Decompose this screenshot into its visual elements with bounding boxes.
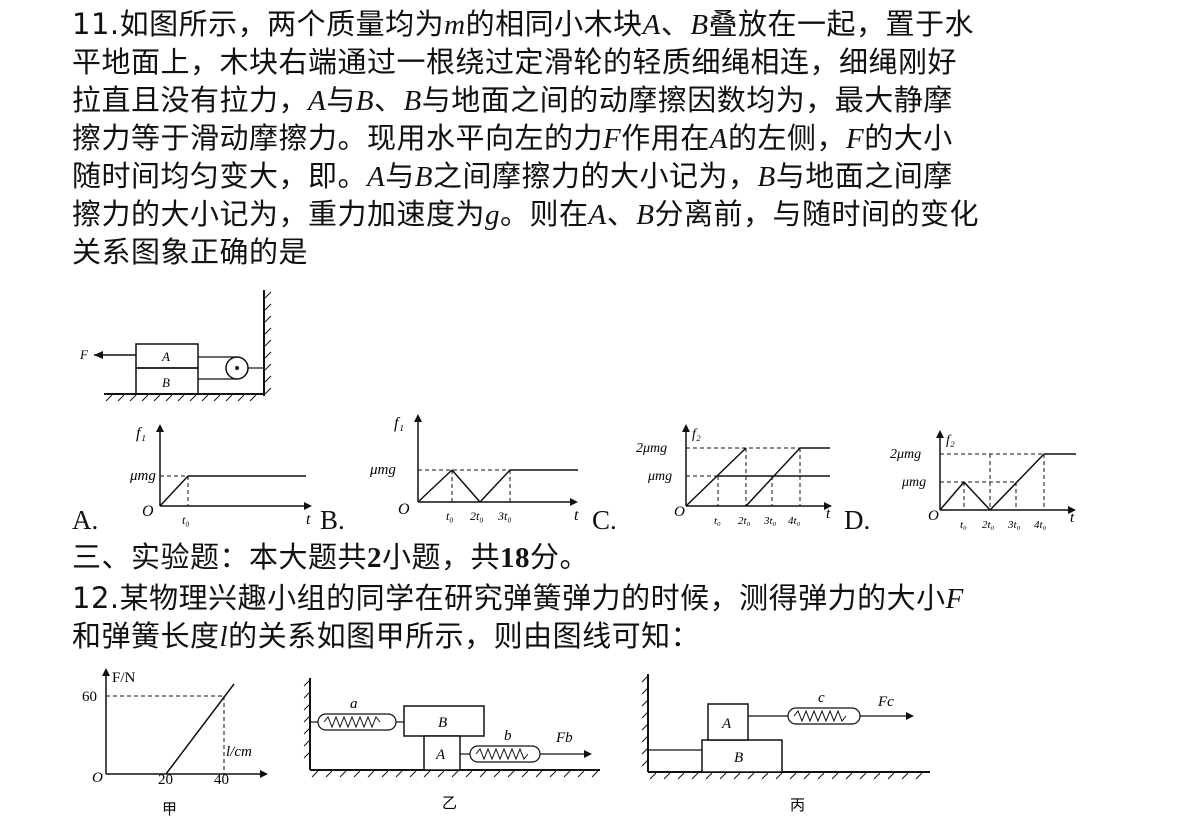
graph-D: f₂ 2μmg μmg O t t₀ 2t₀ 3t₀ 4t₀ [890,430,1076,531]
svg-text:t: t [1070,510,1075,526]
q11-line-6: 擦力的大小记为，重力加速度为g。则在A、B分离前，与随时间的变化 [72,197,979,231]
svg-text:f₂: f₂ [692,427,701,442]
q12-line-2: 和弹簧长度l的关系如图甲所示，则由图线可知： [72,619,701,653]
svg-text:A: A [435,747,446,763]
q11-line-3: 拉直且没有拉力，A与B、B与地面之间的动摩擦因数均为，最大静摩 [72,83,953,117]
q11-line-5: 随时间均匀变大，即。A与B之间摩擦力的大小记为，B与地面之间摩 [72,159,953,193]
spring-b-icon [460,745,592,763]
q11-line-4: 擦力等于滑动摩擦力。现用水平向左的力F作用在A的左侧，F的大小 [72,121,953,155]
q11-line-7: 关系图象正确的是 [72,235,309,269]
figure-bing-setup: B A c Fc 丙 [641,674,930,814]
svg-text:Fb: Fb [555,730,573,746]
q11-setup-figure: A B F [79,290,272,402]
svg-text:2μmg: 2μmg [890,447,921,462]
svg-text:2μmg: 2μmg [636,441,667,456]
svg-text:f₁: f₁ [394,415,404,432]
svg-text:F/N: F/N [112,670,136,686]
svg-text:b: b [504,728,512,744]
svg-text:t: t [306,511,311,528]
block-A-label: A [161,349,170,364]
q11-line-2: 平地面上，木块右端通过一根绕过定滑轮的轻质细绳相连，细绳刚好 [72,45,958,79]
svg-text:μmg: μmg [130,468,156,484]
figure-yi-setup: B A a b Fb 乙 [303,678,600,812]
svg-text:l/cm: l/cm [226,744,252,760]
svg-text:3t₀: 3t₀ [1007,519,1021,531]
block-B [403,705,485,737]
svg-text:B: B [734,750,743,766]
q12-line-1: 12.某物理兴趣小组的同学在研究弹簧弹力的时候，测得弹力的大小F [72,581,964,615]
svg-text:t₀: t₀ [182,513,190,527]
svg-text:μmg: μmg [647,469,672,484]
svg-text:O: O [398,501,410,518]
caption-yi: 乙 [442,796,457,812]
force-arrow-icon [94,351,103,359]
svg-text:60: 60 [82,689,97,705]
block-B [701,739,783,773]
caption-bing: 丙 [790,798,805,814]
svg-text:t₀: t₀ [714,515,721,527]
svg-text:O: O [928,508,939,524]
spring-a-icon [310,713,404,731]
svg-text:O: O [142,503,154,520]
svg-text:μmg: μmg [369,462,396,478]
svg-text:2t₀: 2t₀ [470,509,484,523]
option-A-label[interactable]: A. [72,505,99,535]
graph-C: f₂ 2μmg μmg O t t₀ 2t₀ 3t₀ 4t₀ [636,424,832,527]
svg-text:3t₀: 3t₀ [497,509,512,523]
svg-text:4t₀: 4t₀ [1034,519,1047,531]
option-C-label[interactable]: C. [592,505,617,535]
svg-text:t₀: t₀ [446,509,454,523]
svg-text:Fc: Fc [877,694,894,710]
caption-jia: 甲 [162,802,177,818]
force-label: F [79,347,89,362]
svg-text:2t₀: 2t₀ [982,519,995,531]
spring-c-icon [748,707,914,725]
graph-A: f₁ μmg O t t₀ [130,424,312,528]
svg-text:μmg: μmg [901,475,926,490]
svg-text:t₀: t₀ [960,519,967,531]
svg-text:B: B [438,715,447,731]
svg-text:3t₀: 3t₀ [763,515,777,527]
option-D-label[interactable]: D. [844,505,871,535]
block-B [135,367,199,395]
q11-line-1: 11.如图所示，两个质量均为m的相同小木块A、B叠放在一起，置于水 [72,7,975,41]
svg-text:t: t [826,506,831,522]
svg-text:40: 40 [214,772,229,788]
block-B-label: B [162,375,170,390]
svg-text:4t₀: 4t₀ [788,515,801,527]
figure-jia-graph: F/N 60 O 20 40 l/cm 甲 [82,668,268,818]
svg-text:2t₀: 2t₀ [738,515,751,527]
svg-text:f₂: f₂ [946,433,955,448]
svg-text:t: t [574,507,579,524]
svg-text:a: a [350,696,358,712]
option-B-label[interactable]: B. [320,505,345,535]
svg-text:O: O [674,504,685,520]
svg-text:A: A [721,716,732,732]
svg-text:f₁: f₁ [136,425,146,442]
section-3-heading: 三、实验题：本大题共2小题，共18分。 [72,540,590,574]
block-A [707,703,749,741]
svg-text:c: c [818,690,825,706]
graph-B: f₁ μmg O t t₀ 2t₀ 3t₀ [369,414,579,524]
svg-text:O: O [92,770,103,786]
svg-text:20: 20 [158,772,173,788]
block-A [423,735,461,771]
